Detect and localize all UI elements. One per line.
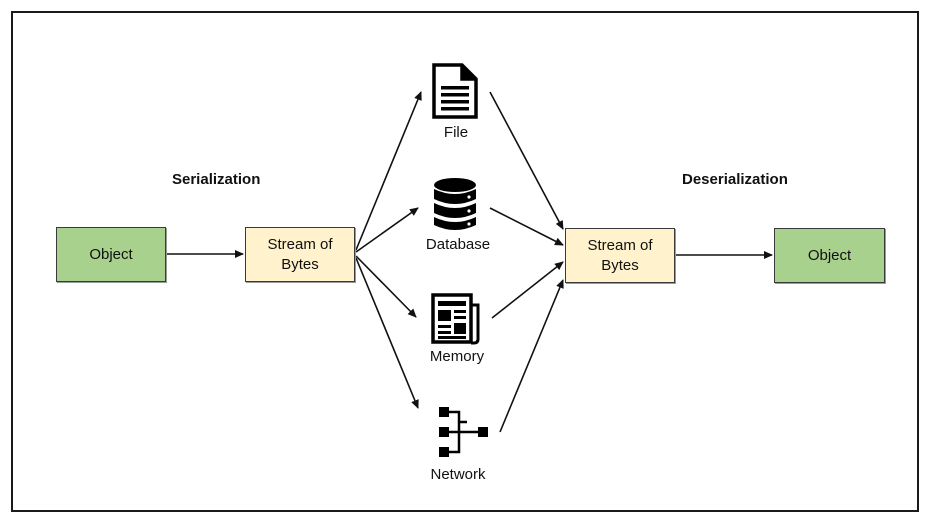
arrow-stream-to-memory [355, 255, 417, 318]
object-left-label: Object [89, 245, 133, 263]
arrow-file-to-stream [489, 91, 564, 230]
file-label: File [443, 124, 469, 141]
arrow-memory-to-stream [491, 261, 564, 319]
arrow-database-to-stream [489, 207, 564, 246]
stream-right-node: Stream of Bytes [565, 228, 675, 283]
newspaper-icon [431, 293, 481, 350]
stream-left-label: Stream of Bytes [267, 235, 333, 273]
network-icon [437, 405, 491, 466]
object-left-node: Object [56, 227, 166, 282]
arrow-stream-to-database [355, 207, 419, 253]
arrow-stream-to-network [355, 257, 419, 409]
database-icon [433, 177, 477, 238]
stream-right-label: Stream of Bytes [587, 236, 653, 274]
object-right-node: Object [774, 228, 885, 283]
memory-label: Memory [429, 348, 485, 365]
stream-left-node: Stream of Bytes [245, 227, 355, 282]
document-icon [432, 63, 478, 124]
network-label: Network [430, 466, 486, 483]
arrow-stream-to-file [355, 91, 422, 251]
arrow-network-to-stream [499, 279, 564, 433]
diagram-frame [11, 11, 919, 512]
object-right-label: Object [807, 246, 852, 264]
serialization-heading: Serialization [172, 171, 261, 188]
deserialization-heading: Deserialization [682, 171, 788, 188]
database-label: Database [425, 236, 491, 253]
